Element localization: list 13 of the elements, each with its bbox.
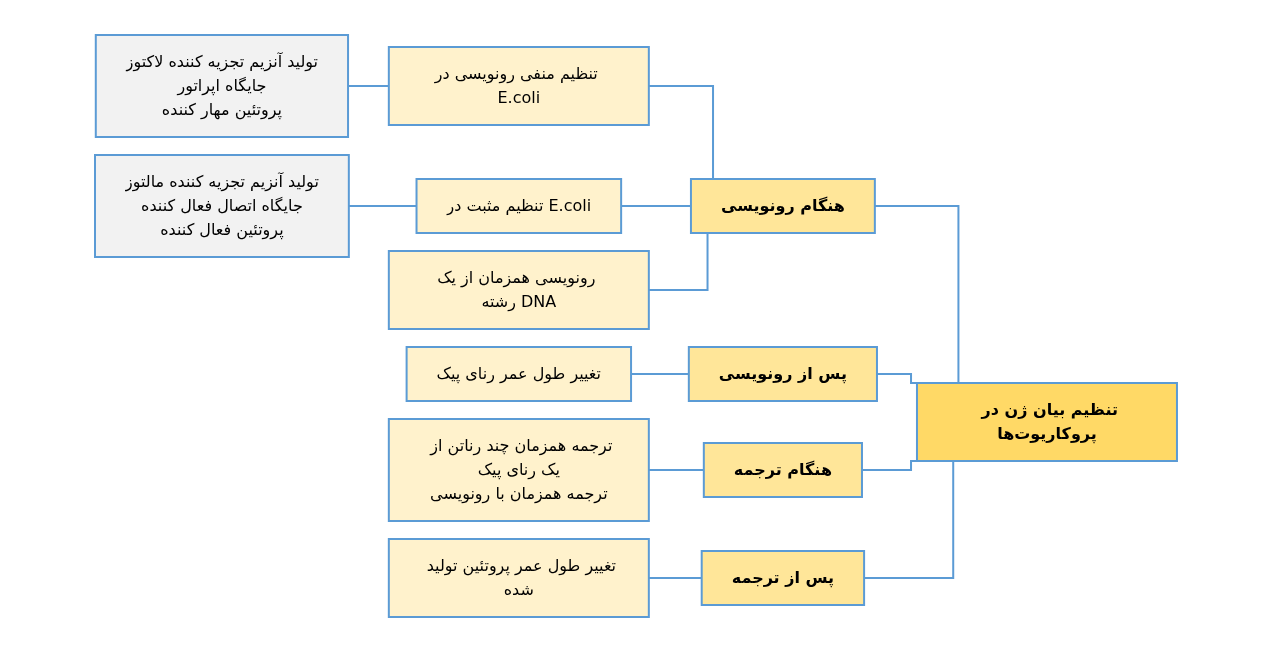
node-box: تنظیم منفی رونویسی در E.coli bbox=[387, 46, 650, 126]
node-box: هنگام ترجمه bbox=[702, 442, 863, 498]
node-box: تنظیم بیان ژن در پروکاریوت‌ها bbox=[916, 382, 1178, 462]
node-box: تغییر طول عمر پروتئین تولید شده bbox=[387, 538, 650, 618]
node-box: پس از ترجمه bbox=[700, 550, 866, 606]
node-box: رونویسی همزمان از یک رشته DNA bbox=[387, 250, 650, 330]
node-box: پس از رونویسی bbox=[687, 346, 878, 402]
node-box: تغییر طول عمر رنای پیک bbox=[405, 346, 633, 402]
node-box: تولید آنزیم تجزیه کننده مالتوز جایگاه اتصال فعال کننده پروتئین فعال کننده bbox=[94, 154, 350, 258]
node-box: تولید آنزیم تجزیه کننده لاکتوز جایگاه اپراتور پروتئین مهار کننده bbox=[94, 34, 350, 138]
node-box: ترجمه همزمان چند رناتن از یک رنای پیک ترجمه همزمان با رونویسی bbox=[387, 418, 650, 522]
node-box: هنگام رونویسی bbox=[689, 178, 876, 234]
node-box: تنظیم مثبت در E.coli bbox=[415, 178, 623, 234]
